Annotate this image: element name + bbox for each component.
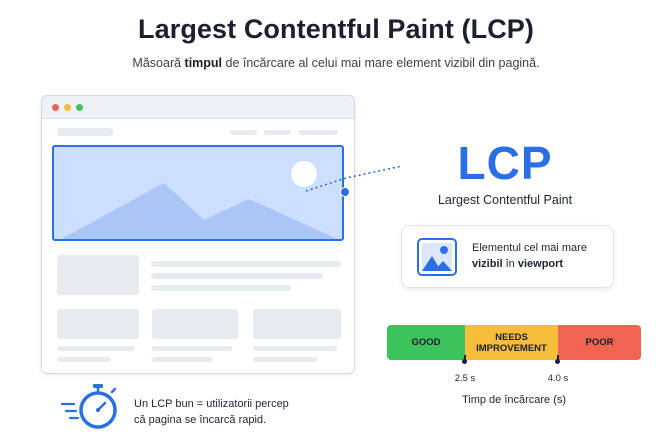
close-dot-icon <box>52 104 59 111</box>
card-placeholder <box>152 309 238 339</box>
card-bold-visible: vizibil <box>472 258 503 270</box>
lcp-full-name: Largest Contentful Paint <box>437 193 573 207</box>
image-icon <box>417 238 457 276</box>
nav-link-placeholder <box>264 130 291 135</box>
stopwatch-icon <box>60 384 117 429</box>
threshold-label-poor: 4.0 s <box>547 373 569 384</box>
nav-link-placeholder <box>230 130 257 135</box>
largest-element-info-card: Elementul cel mai mare vizibil în viewpo… <box>401 225 614 288</box>
browser-mockup <box>41 95 355 374</box>
nav-link-placeholder <box>298 130 338 135</box>
threshold-dot-poor <box>555 359 560 364</box>
text-line-placeholder <box>152 357 212 362</box>
card-description: Elementul cel mai mare vizibil în viewpo… <box>472 240 607 272</box>
dotted-connector-line <box>306 165 403 192</box>
page-subtitle: Măsoară timpul de încărcare al celui mai… <box>0 56 672 70</box>
nav-logo-placeholder <box>57 128 113 136</box>
maximize-dot-icon <box>76 104 83 111</box>
footer-note: Un LCP bun = utilizatorii percep că pagi… <box>134 396 334 428</box>
subtitle-part-2: de încărcare al celui mai mare element v… <box>222 56 540 70</box>
text-line-placeholder <box>253 357 317 362</box>
text-line-placeholder <box>151 273 323 279</box>
scale-segment-poor: POOR <box>558 325 641 360</box>
needs-label-line-1: NEEDS <box>495 331 528 343</box>
threshold-label-good: 2.5 s <box>454 373 476 384</box>
scale-axis-label: Timp de încărcare (s) <box>461 394 567 406</box>
minimize-dot-icon <box>64 104 71 111</box>
card-mid-text: în <box>502 258 518 270</box>
card-placeholder <box>253 309 341 339</box>
card-placeholder <box>57 309 139 339</box>
card-bold-viewport: viewport <box>517 258 564 270</box>
hero-landscape-illustration <box>61 161 338 239</box>
footer-line-1: Un LCP bun = utilizatorii percep <box>134 398 289 410</box>
text-line-placeholder <box>151 261 341 267</box>
text-line-placeholder <box>253 346 337 351</box>
lcp-acronym: LCP <box>457 137 553 189</box>
content-thumbnail-placeholder <box>57 255 139 295</box>
card-line-1: Elementul cel mai mare <box>472 242 587 254</box>
text-line-placeholder <box>57 357 111 362</box>
page-title: Largest Contentful Paint (LCP) <box>138 14 534 44</box>
browser-title-bar <box>42 96 354 119</box>
largest-element-hero-image <box>52 145 344 241</box>
poor-label: POOR <box>585 337 614 348</box>
hero-anchor-point <box>340 187 350 197</box>
subtitle-part-1: Măsoară <box>132 56 185 70</box>
text-line-placeholder <box>152 346 232 351</box>
text-line-placeholder <box>57 346 135 351</box>
threshold-dot-good <box>462 359 467 364</box>
needs-label-line-2: IMPROVEMENT <box>476 342 547 354</box>
scale-segment-good: GOOD <box>387 325 465 360</box>
good-label: GOOD <box>411 337 441 348</box>
subtitle-bold: timpul <box>184 56 223 70</box>
text-line-placeholder <box>151 285 291 291</box>
footer-line-2: că pagina se încarcă rapid. <box>134 414 267 426</box>
